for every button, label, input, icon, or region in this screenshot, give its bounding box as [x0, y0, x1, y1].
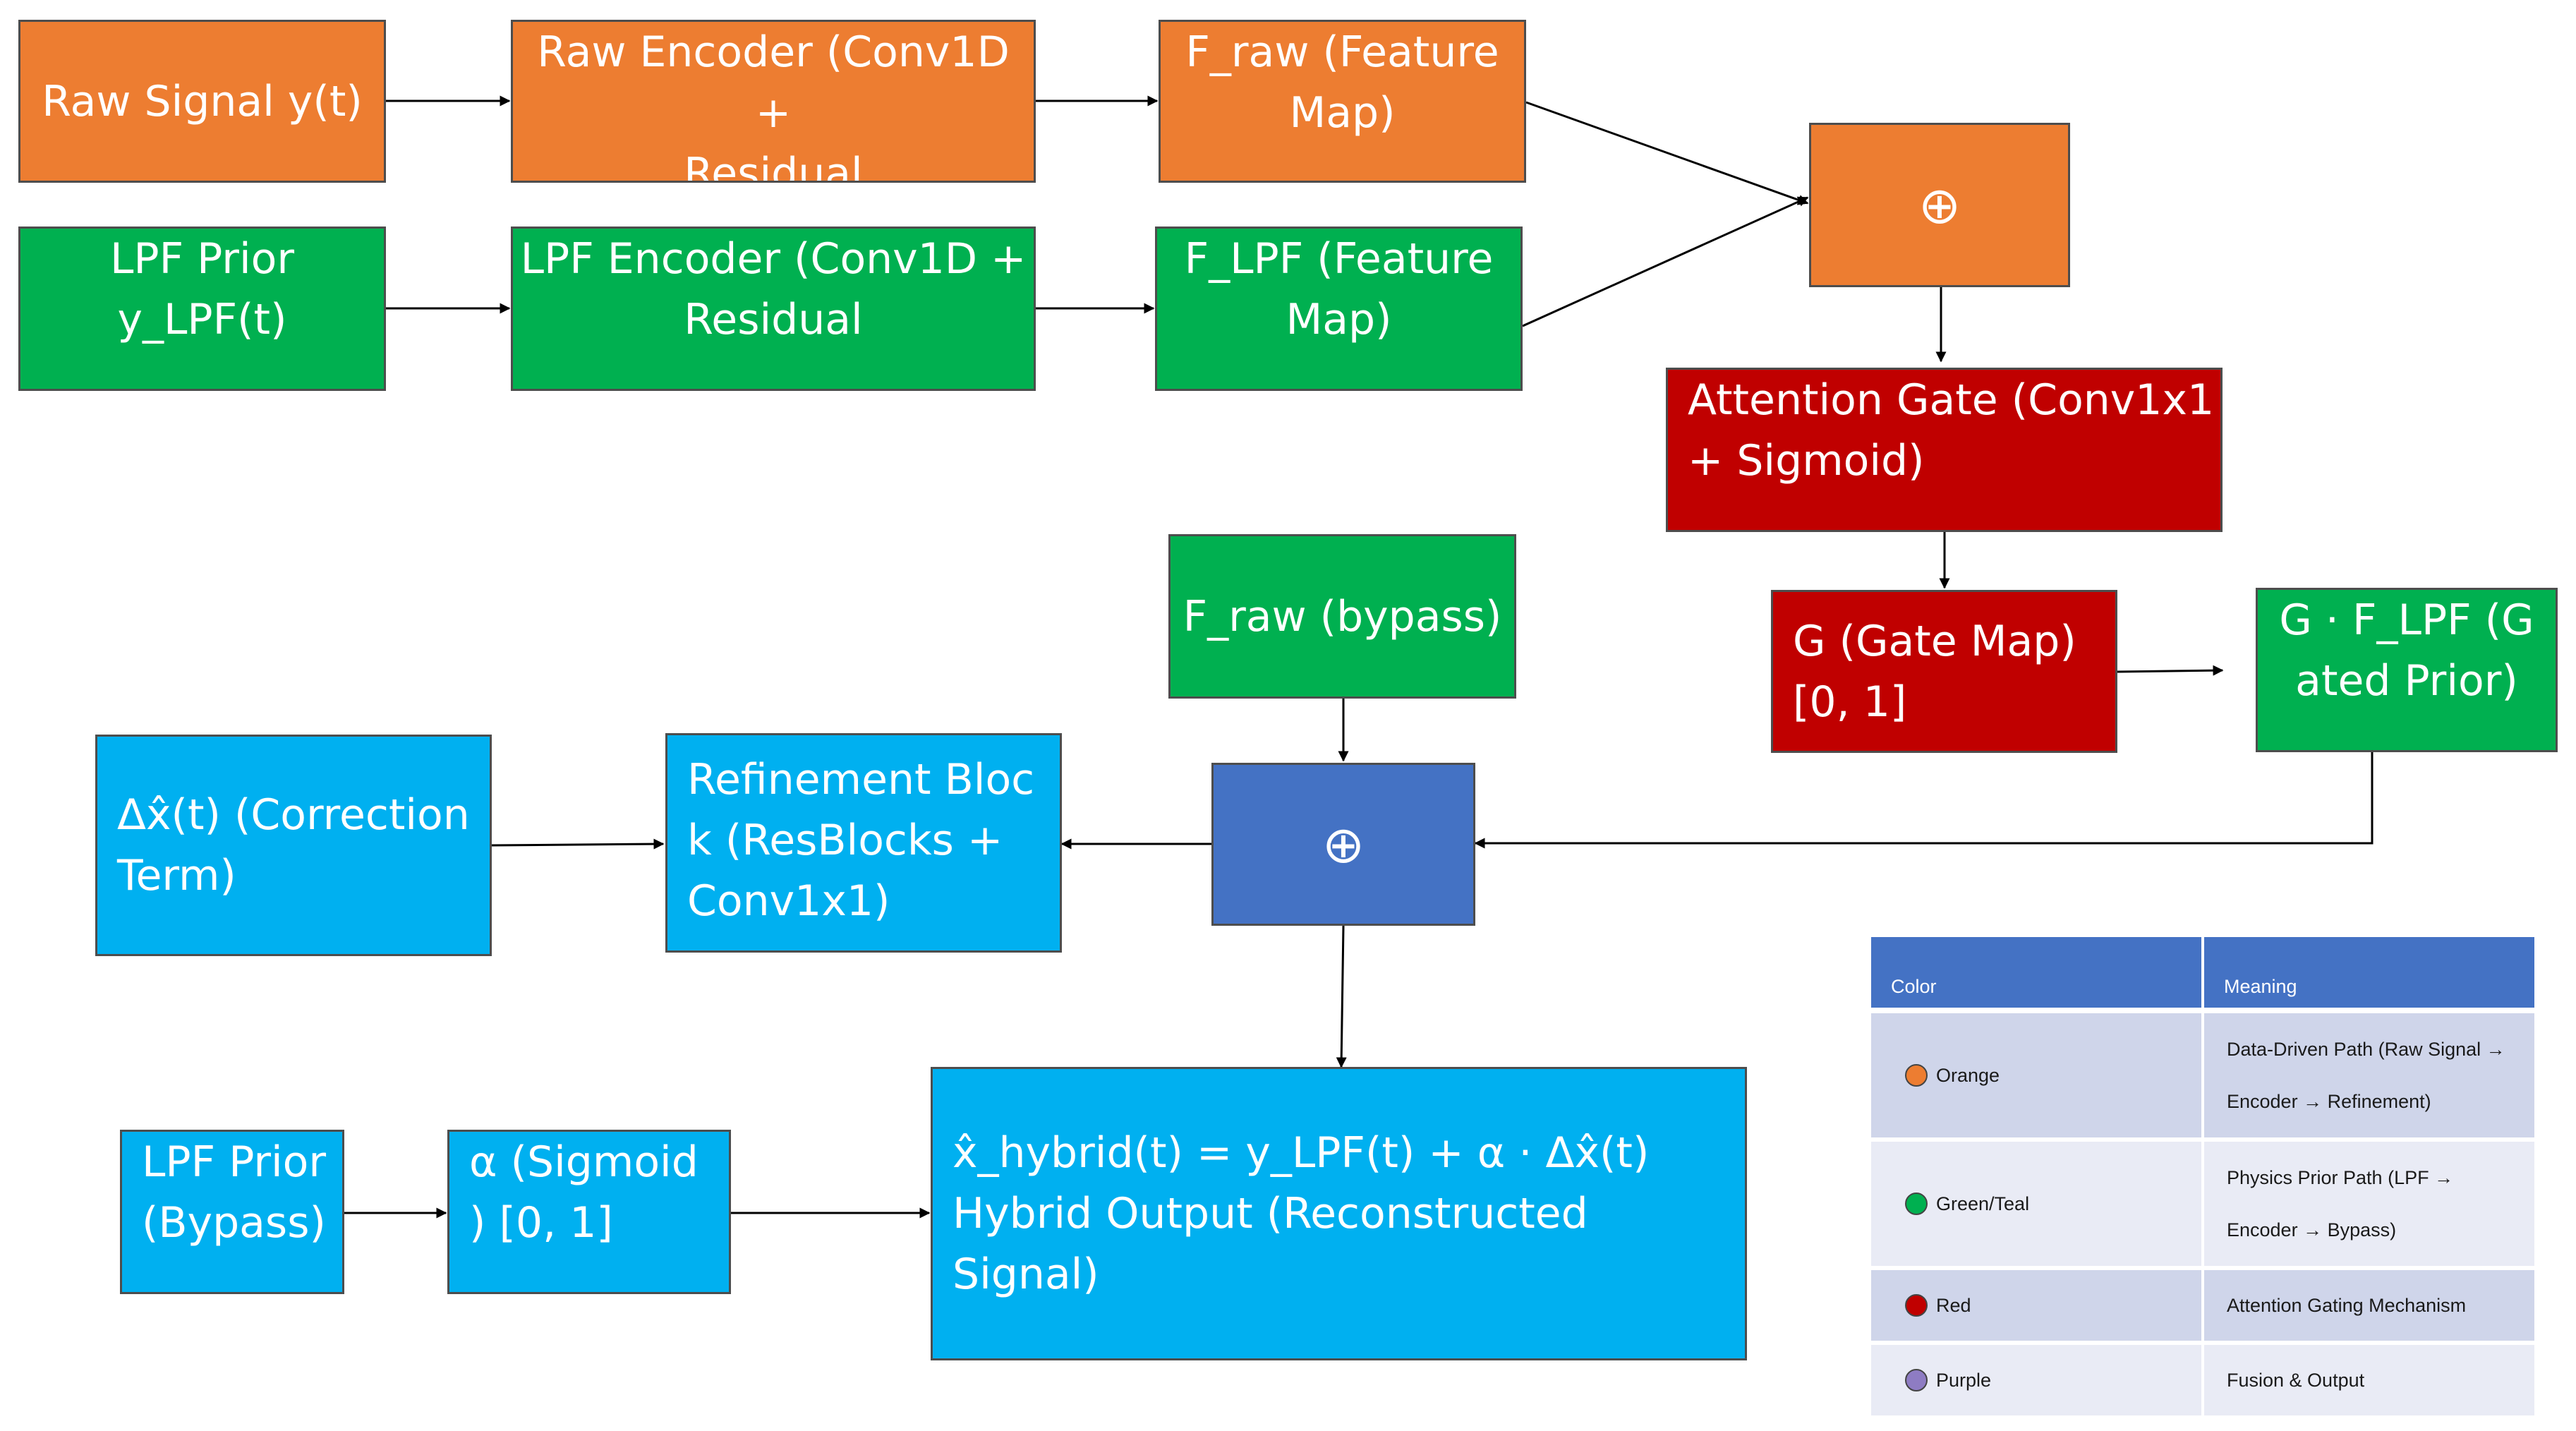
attention-gate-node: Attention Gate (Conv1x1 + Sigmoid) — [1666, 368, 2223, 532]
orange-circle-icon — [1905, 1064, 1928, 1087]
lpf-prior-bypass-node: LPF Prior (Bypass) — [120, 1130, 344, 1294]
arrow-fusion-mid-to-hybrid-output — [1336, 925, 1347, 1068]
alpha-node: α (Sigmoid ) [0, 1] — [447, 1130, 731, 1294]
arrow-f-raw-to-fusion-top — [1525, 101, 1809, 205]
f-raw-node: F_raw (Feature Map) — [1159, 20, 1526, 183]
legend-header-color: Color — [1871, 937, 2201, 1008]
f-raw-bypass-node: F_raw (bypass) — [1168, 534, 1516, 699]
arrow-gate-map-to-gated-prior — [2117, 665, 2224, 676]
raw-encoder-node: Raw Encoder (Conv1D + Residual — [511, 20, 1036, 183]
gated-prior-node: G · F_LPF (G ated Prior) — [2256, 588, 2558, 752]
refinement-block-node: Refinement Bloc k (ResBlocks + Conv1x1) — [665, 733, 1062, 953]
color-legend-table: Color Meaning Orange Data-Driven Path (R… — [1871, 937, 2534, 1415]
purple-circle-icon — [1905, 1369, 1928, 1391]
arrow-correction-to-refinement — [491, 838, 665, 850]
fusion-top-node: ⊕ — [1809, 123, 2070, 287]
green-circle-icon — [1905, 1192, 1928, 1215]
correction-term-node: Δx̂(t) (Correction Term) — [95, 735, 492, 956]
legend-color-name: Purple — [1936, 1369, 1992, 1391]
legend-row-purple: Purple Fusion & Output — [1871, 1345, 2534, 1415]
red-circle-icon — [1905, 1294, 1928, 1317]
arrow-gated-prior-to-fusion-mid — [1474, 752, 2374, 849]
legend-meaning-cell: Fusion & Output — [2204, 1345, 2534, 1415]
legend-header-row: Color Meaning — [1871, 937, 2534, 1008]
legend-header-meaning: Meaning — [2204, 937, 2534, 1008]
legend-row-orange: Orange Data-Driven Path (Raw Signal → En… — [1871, 1013, 2534, 1137]
legend-color-cell: Green/Teal — [1871, 1142, 2201, 1266]
legend-color-cell: Purple — [1871, 1345, 2201, 1415]
gate-map-node: G (Gate Map) [0, 1] — [1771, 590, 2117, 753]
legend-meaning-cell: Physics Prior Path (LPF → Encoder → Bypa… — [2204, 1142, 2534, 1266]
legend-meaning-cell: Attention Gating Mechanism — [2204, 1270, 2534, 1341]
raw-signal-node: Raw Signal y(t) — [18, 20, 386, 183]
legend-row-green: Green/Teal Physics Prior Path (LPF → Enc… — [1871, 1142, 2534, 1266]
fusion-mid-node: ⊕ — [1211, 763, 1475, 926]
legend-color-name: Red — [1936, 1294, 1971, 1316]
legend-meaning-cell: Data-Driven Path (Raw Signal → Encoder →… — [2204, 1013, 2534, 1137]
hybrid-output-node: x̂_hybrid(t) = y_LPF(t) + α · Δx̂(t) Hyb… — [931, 1067, 1747, 1360]
legend-color-cell: Red — [1871, 1270, 2201, 1341]
lpf-encoder-node: LPF Encoder (Conv1D + Residual — [511, 227, 1036, 391]
lpf-prior-node: LPF Prior y_LPF(t) — [18, 227, 386, 391]
legend-color-name: Green/Teal — [1936, 1192, 2030, 1214]
legend-color-name: Orange — [1936, 1064, 2000, 1086]
legend-row-red: Red Attention Gating Mechanism — [1871, 1270, 2534, 1341]
legend-color-cell: Orange — [1871, 1013, 2201, 1137]
f-lpf-node: F_LPF (Feature Map) — [1155, 227, 1523, 391]
arrow-f-lpf-to-fusion-top — [1522, 196, 1809, 327]
